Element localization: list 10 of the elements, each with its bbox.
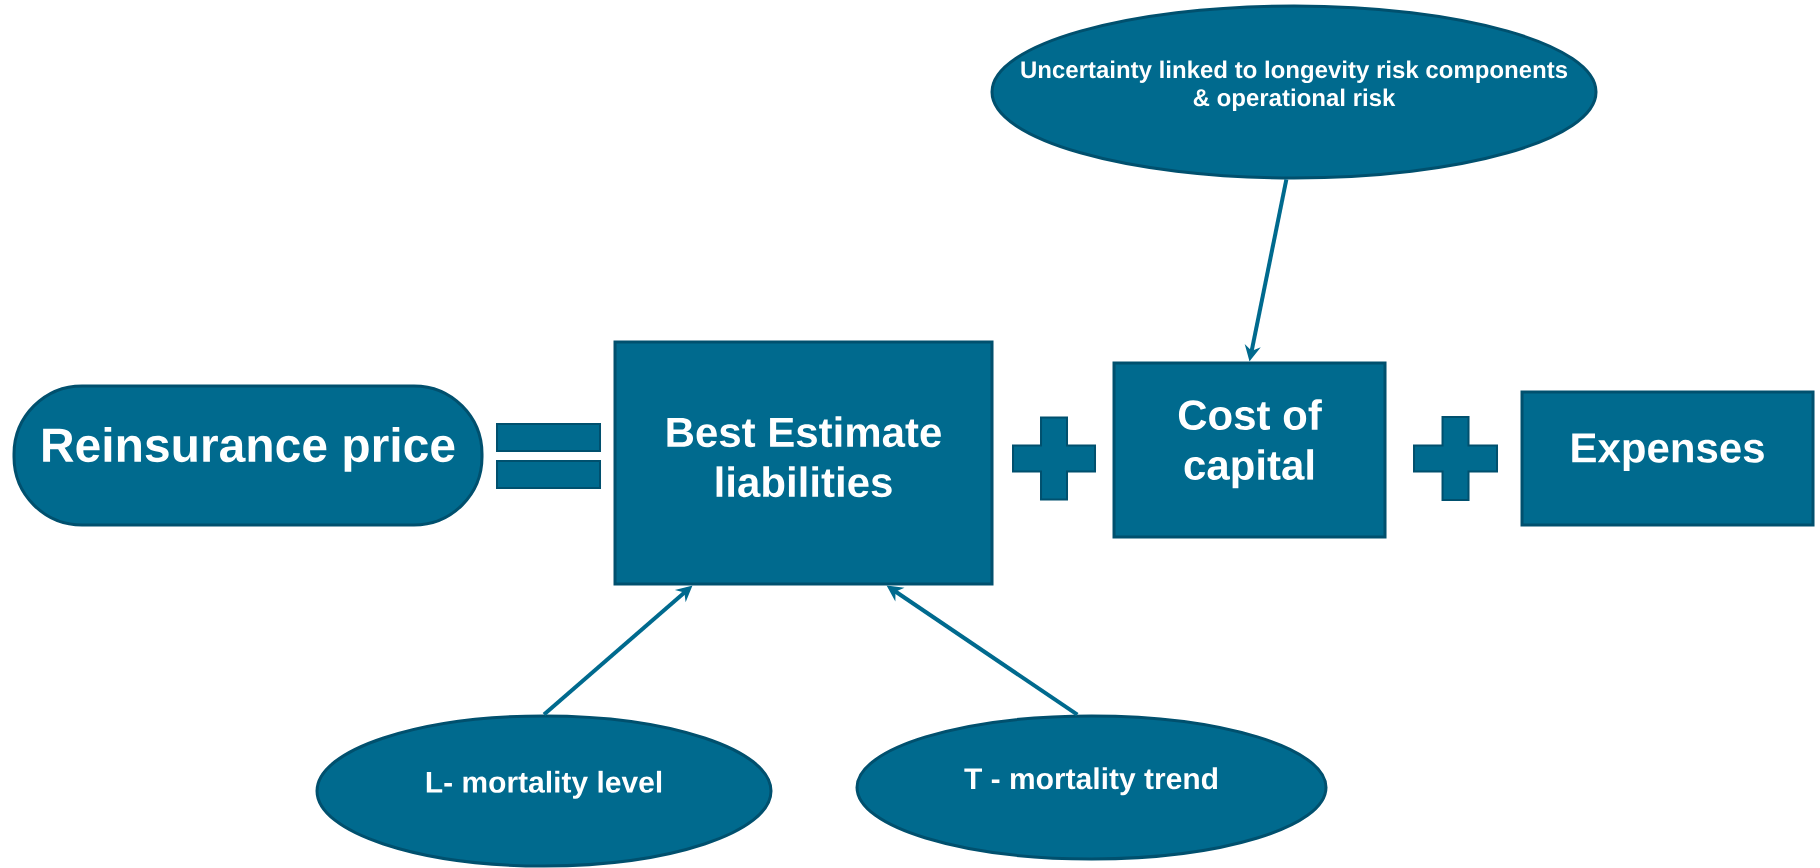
equals-sign	[496, 423, 601, 489]
oval-box: Uncertainty linked to longevity risk components & operational risk	[990, 4, 1598, 180]
plus-sign	[1012, 416, 1096, 501]
process-box: Expenses	[1520, 390, 1815, 527]
oval-box: L- mortality level	[315, 714, 773, 868]
plus-sign	[1413, 416, 1498, 501]
process-box: Best Estimate liabilities	[613, 340, 994, 586]
oval-box: T - mortality trend	[855, 714, 1328, 861]
process-box: Cost of capital	[1112, 361, 1387, 539]
rounded-box: Reinsurance price	[12, 384, 484, 527]
